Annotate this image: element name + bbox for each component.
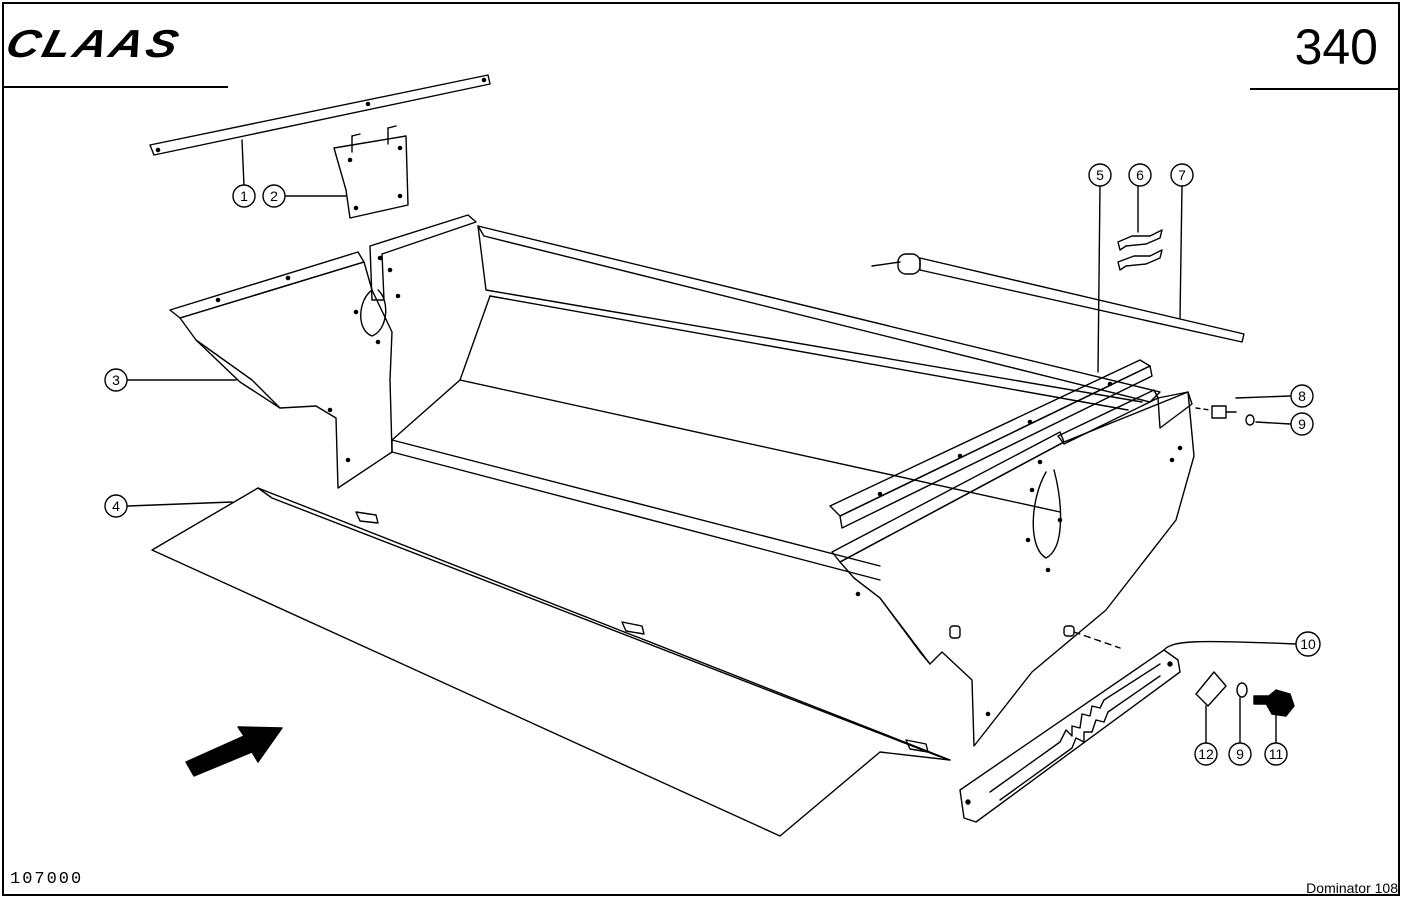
callout-2: 2	[262, 184, 286, 208]
callout-9-upper-label: 9	[1298, 416, 1306, 432]
model-name: Dominator 108	[1306, 880, 1398, 896]
callout-7: 7	[1170, 163, 1194, 187]
callout-10-label: 10	[1300, 636, 1316, 652]
callout-10: 10	[1295, 631, 1321, 657]
callout-8-label: 8	[1298, 388, 1306, 404]
callout-9-lower: 9	[1228, 742, 1252, 766]
part-8-bolt	[1195, 395, 1291, 419]
part-10-slotted-plate	[959, 640, 1297, 823]
callout-4: 4	[104, 494, 128, 518]
callout-12-label: 12	[1198, 746, 1214, 762]
part-7-rod	[871, 185, 1245, 343]
callout-2-label: 2	[270, 188, 278, 204]
part-1-strip	[149, 74, 491, 187]
part-6-clips	[1117, 185, 1163, 271]
callout-5: 5	[1088, 163, 1112, 187]
callout-6-label: 6	[1136, 167, 1144, 183]
callout-3-label: 3	[112, 372, 120, 388]
drawing-number: 107000	[10, 870, 84, 889]
callout-7-label: 7	[1178, 167, 1186, 183]
part-4-floor-sheet	[127, 487, 951, 837]
callout-11-label: 11	[1269, 746, 1284, 762]
callout-4-label: 4	[112, 498, 120, 514]
right-side-panel	[831, 389, 1195, 747]
callout-3: 3	[104, 368, 128, 392]
callout-5-label: 5	[1096, 167, 1104, 183]
callout-1: 1	[232, 184, 256, 208]
part-11-knob	[1253, 689, 1295, 745]
callout-8: 8	[1290, 384, 1314, 408]
callout-12: 12	[1194, 742, 1218, 766]
callout-6: 6	[1128, 163, 1152, 187]
page-number: 340	[1294, 19, 1378, 75]
callout-11: 11	[1264, 742, 1288, 766]
part-9-washer	[1245, 414, 1291, 426]
part-3-side-panel	[127, 214, 1161, 581]
callout-9-upper: 9	[1290, 412, 1314, 436]
direction-arrow-icon	[185, 726, 283, 777]
part-9-washer-lower	[1236, 682, 1248, 745]
part-5-angle-bar	[829, 185, 1153, 529]
callout-9-lower-label: 9	[1236, 746, 1244, 762]
page-number-underline	[1250, 88, 1400, 90]
part-12-clip	[1195, 671, 1227, 745]
logo-underline	[4, 86, 228, 88]
callout-1-label: 1	[240, 188, 248, 204]
part-2-bracket-plate	[285, 125, 409, 219]
